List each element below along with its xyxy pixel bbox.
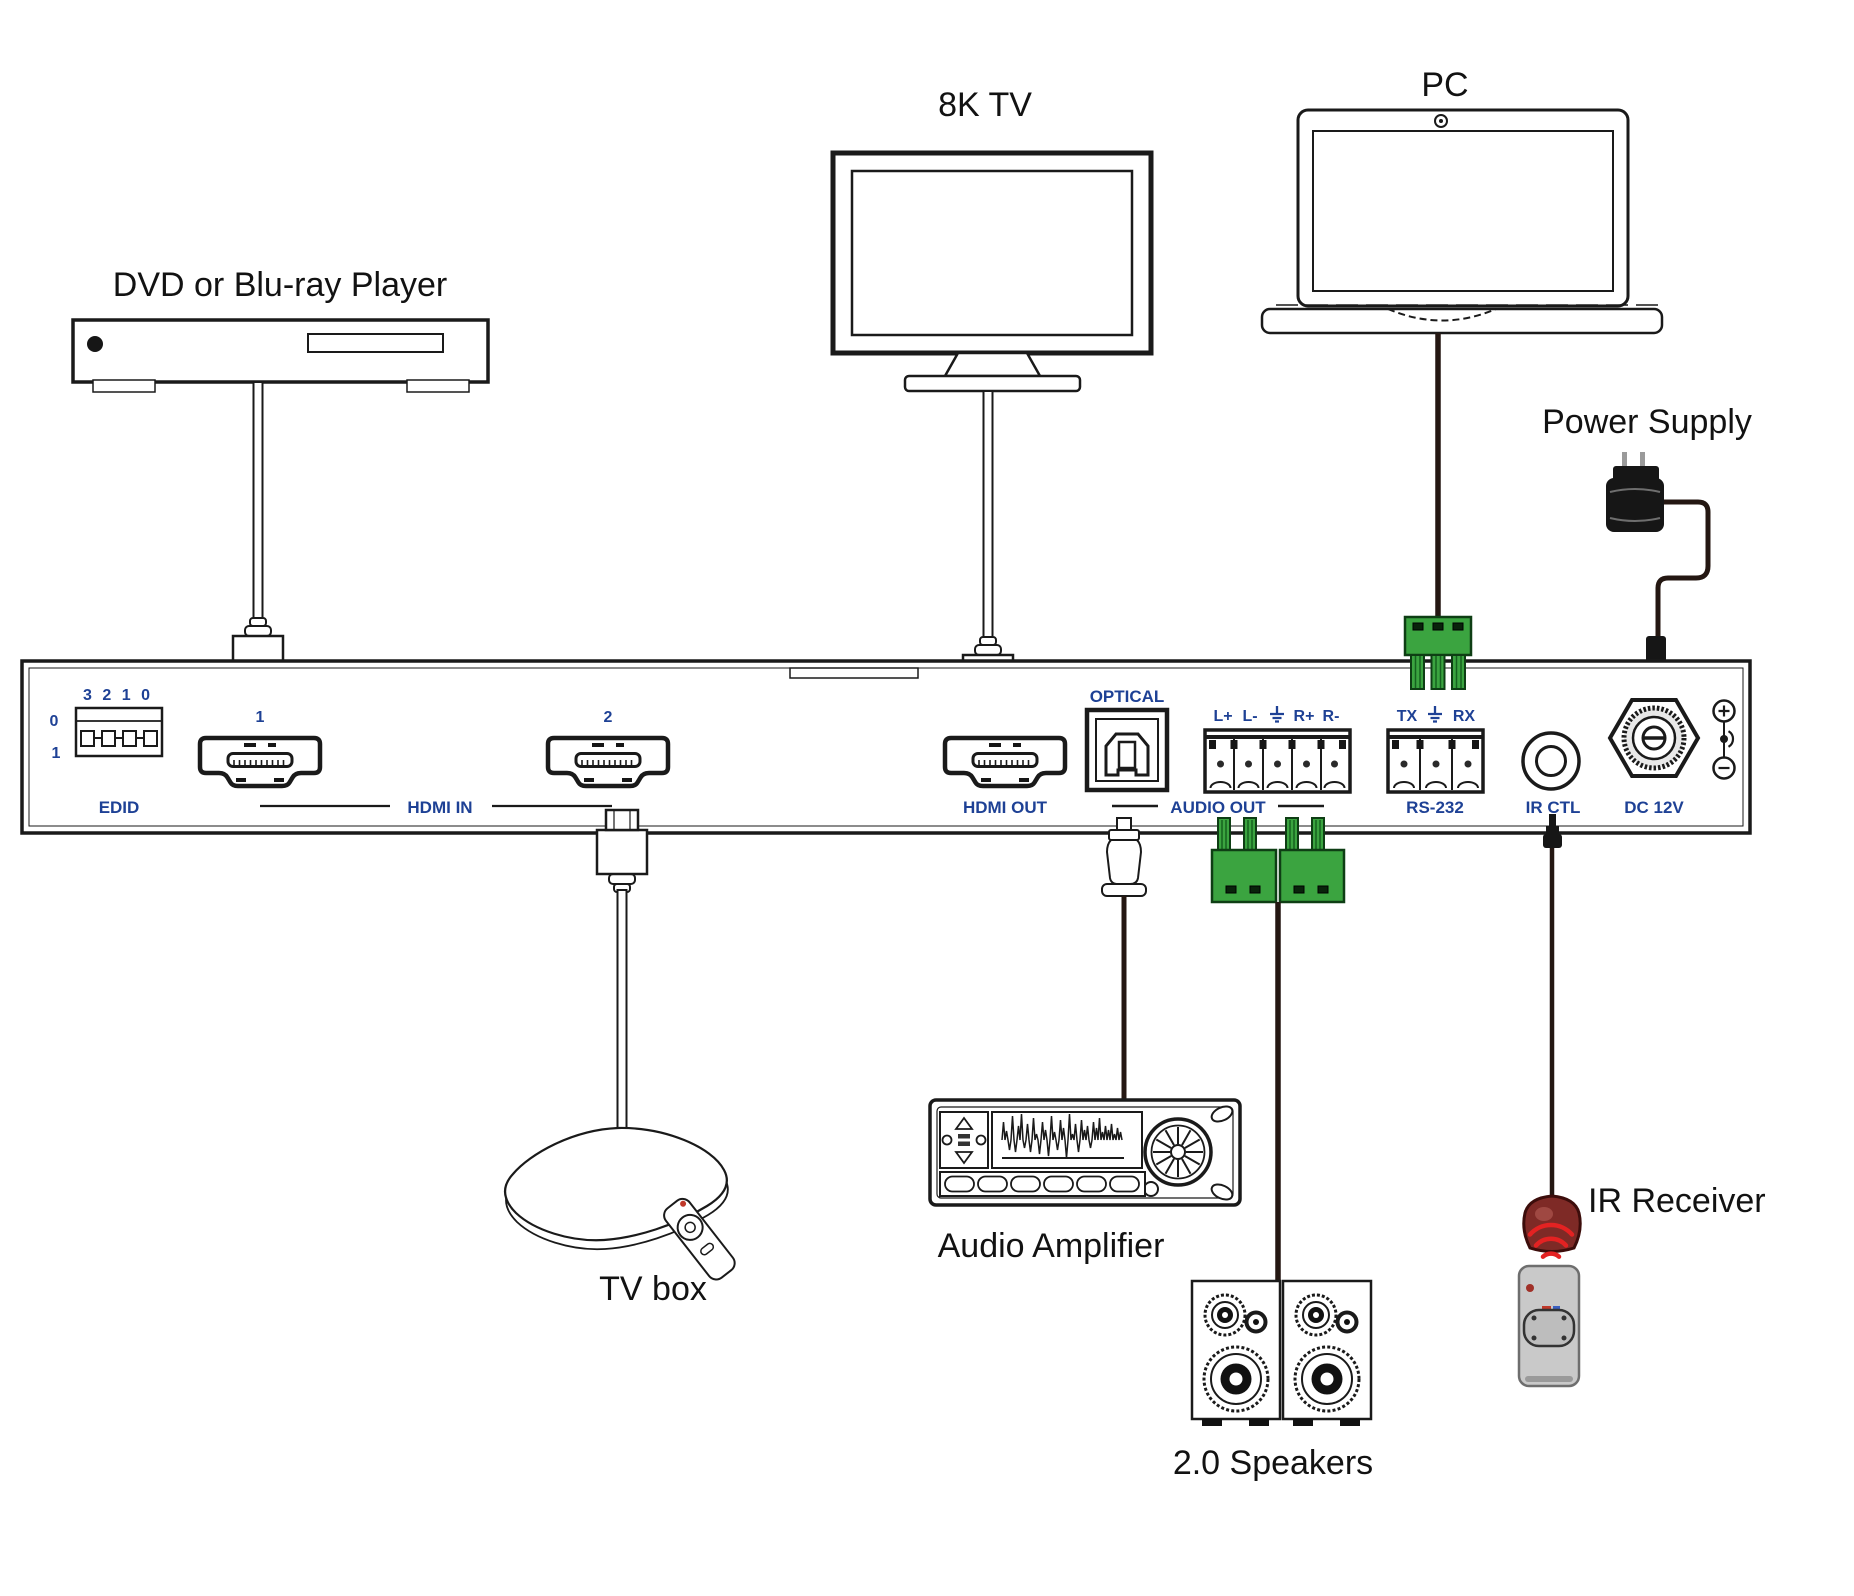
hdmi-in-2-number: 2 bbox=[604, 709, 613, 726]
optical-plug bbox=[1101, 817, 1147, 897]
tvbox-cable bbox=[595, 808, 649, 1131]
power-supply: Power Supply bbox=[1542, 403, 1752, 686]
tv-label: 8K TV bbox=[938, 86, 1032, 124]
polarity-icon bbox=[1712, 699, 1736, 780]
dvd-tray bbox=[307, 333, 444, 353]
hdmi-out-label: HDMI OUT bbox=[963, 798, 1048, 817]
dc-12v-jack: DC 12V bbox=[1607, 698, 1701, 817]
hdmi-in-2-port: 2 bbox=[548, 709, 668, 786]
audio-out-label: AUDIO OUT bbox=[1170, 798, 1266, 817]
amplifier-label: Audio Amplifier bbox=[938, 1227, 1165, 1265]
tv-box: TV box bbox=[504, 1126, 736, 1308]
ir-receiver: IR Receiver bbox=[1517, 1182, 1766, 1388]
tv-8k: 8K TV bbox=[830, 86, 1154, 393]
amp-display bbox=[991, 1111, 1143, 1169]
dc-12v-label: DC 12V bbox=[1624, 798, 1684, 817]
dvd-power-dot bbox=[87, 336, 103, 352]
edid-row0: 0 bbox=[50, 713, 59, 730]
audio-pin-lminus: L- bbox=[1242, 708, 1257, 725]
rs232-label: RS-232 bbox=[1406, 798, 1464, 817]
pc-keyboard bbox=[1260, 304, 1664, 335]
speakers-label: 2.0 Speakers bbox=[1173, 1444, 1373, 1482]
optical-port: OPTICAL bbox=[1084, 687, 1170, 793]
audio-amplifier: Audio Amplifier bbox=[928, 1098, 1242, 1265]
edid-row1: 1 bbox=[52, 745, 61, 762]
hdmi-in-caption: HDMI IN bbox=[260, 798, 612, 817]
audio-pin-rminus: R- bbox=[1323, 708, 1340, 725]
tv-to-hdmiout-cable bbox=[961, 390, 1015, 721]
power-cable bbox=[1655, 499, 1711, 638]
power-adapter bbox=[1606, 478, 1664, 532]
rs232-port: TX RX RS-232 bbox=[1386, 704, 1485, 817]
hdmi-in-1-port: 1 bbox=[200, 709, 320, 786]
hdmi-in-1-number: 1 bbox=[256, 709, 265, 726]
edid-dip-numbers: 3 2 1 0 bbox=[83, 687, 153, 704]
amp-dpad bbox=[939, 1111, 989, 1169]
power-supply-label: Power Supply bbox=[1542, 403, 1752, 441]
ir-receiver-label: IR Receiver bbox=[1588, 1182, 1766, 1220]
dvd-to-hdmi1-cable bbox=[231, 381, 285, 702]
speaker-left bbox=[1190, 1279, 1282, 1426]
rs232-tx: TX bbox=[1397, 708, 1418, 725]
amp-buttons bbox=[939, 1171, 1146, 1197]
speaker-right bbox=[1281, 1279, 1373, 1426]
hdmi-in-label: HDMI IN bbox=[407, 798, 472, 817]
tvbox-remote bbox=[663, 1197, 736, 1281]
audio-pin-lplus: L+ bbox=[1213, 708, 1232, 725]
ir-ctl-label: IR CTL bbox=[1526, 798, 1581, 817]
amp-knob bbox=[1143, 1117, 1213, 1187]
audio-out-phoenix-plugs bbox=[1210, 817, 1346, 904]
audio-out-port: L+ L- R+ R- AUDIO OUT bbox=[1112, 704, 1352, 817]
switcher-panel: 3 2 1 0 0 1 EDID 1 2 HDMI IN bbox=[20, 659, 1752, 835]
ir-waves-icon bbox=[1527, 1222, 1575, 1259]
ir-plug bbox=[1543, 814, 1562, 848]
ir-remote bbox=[1517, 1264, 1581, 1388]
ir-ctl-jack: IR CTL bbox=[1521, 731, 1581, 817]
hdmi-out-port: HDMI OUT bbox=[945, 738, 1065, 817]
pc-label: PC bbox=[1421, 66, 1468, 104]
rs232-phoenix-plug bbox=[1403, 615, 1473, 690]
edid-label: EDID bbox=[99, 798, 140, 817]
dvd-player: DVD or Blu-ray Player bbox=[71, 266, 490, 393]
dvd-label: DVD or Blu-ray Player bbox=[113, 266, 447, 304]
tvbox-label: TV box bbox=[599, 1270, 707, 1308]
speakers: 2.0 Speakers bbox=[1173, 1279, 1373, 1482]
optical-label: OPTICAL bbox=[1090, 687, 1165, 706]
audio-pin-rplus: R+ bbox=[1294, 708, 1315, 725]
rs232-rx: RX bbox=[1453, 708, 1476, 725]
edid-dip-switch: 3 2 1 0 0 1 EDID bbox=[50, 687, 164, 817]
pc-laptop: PC bbox=[1260, 66, 1664, 335]
